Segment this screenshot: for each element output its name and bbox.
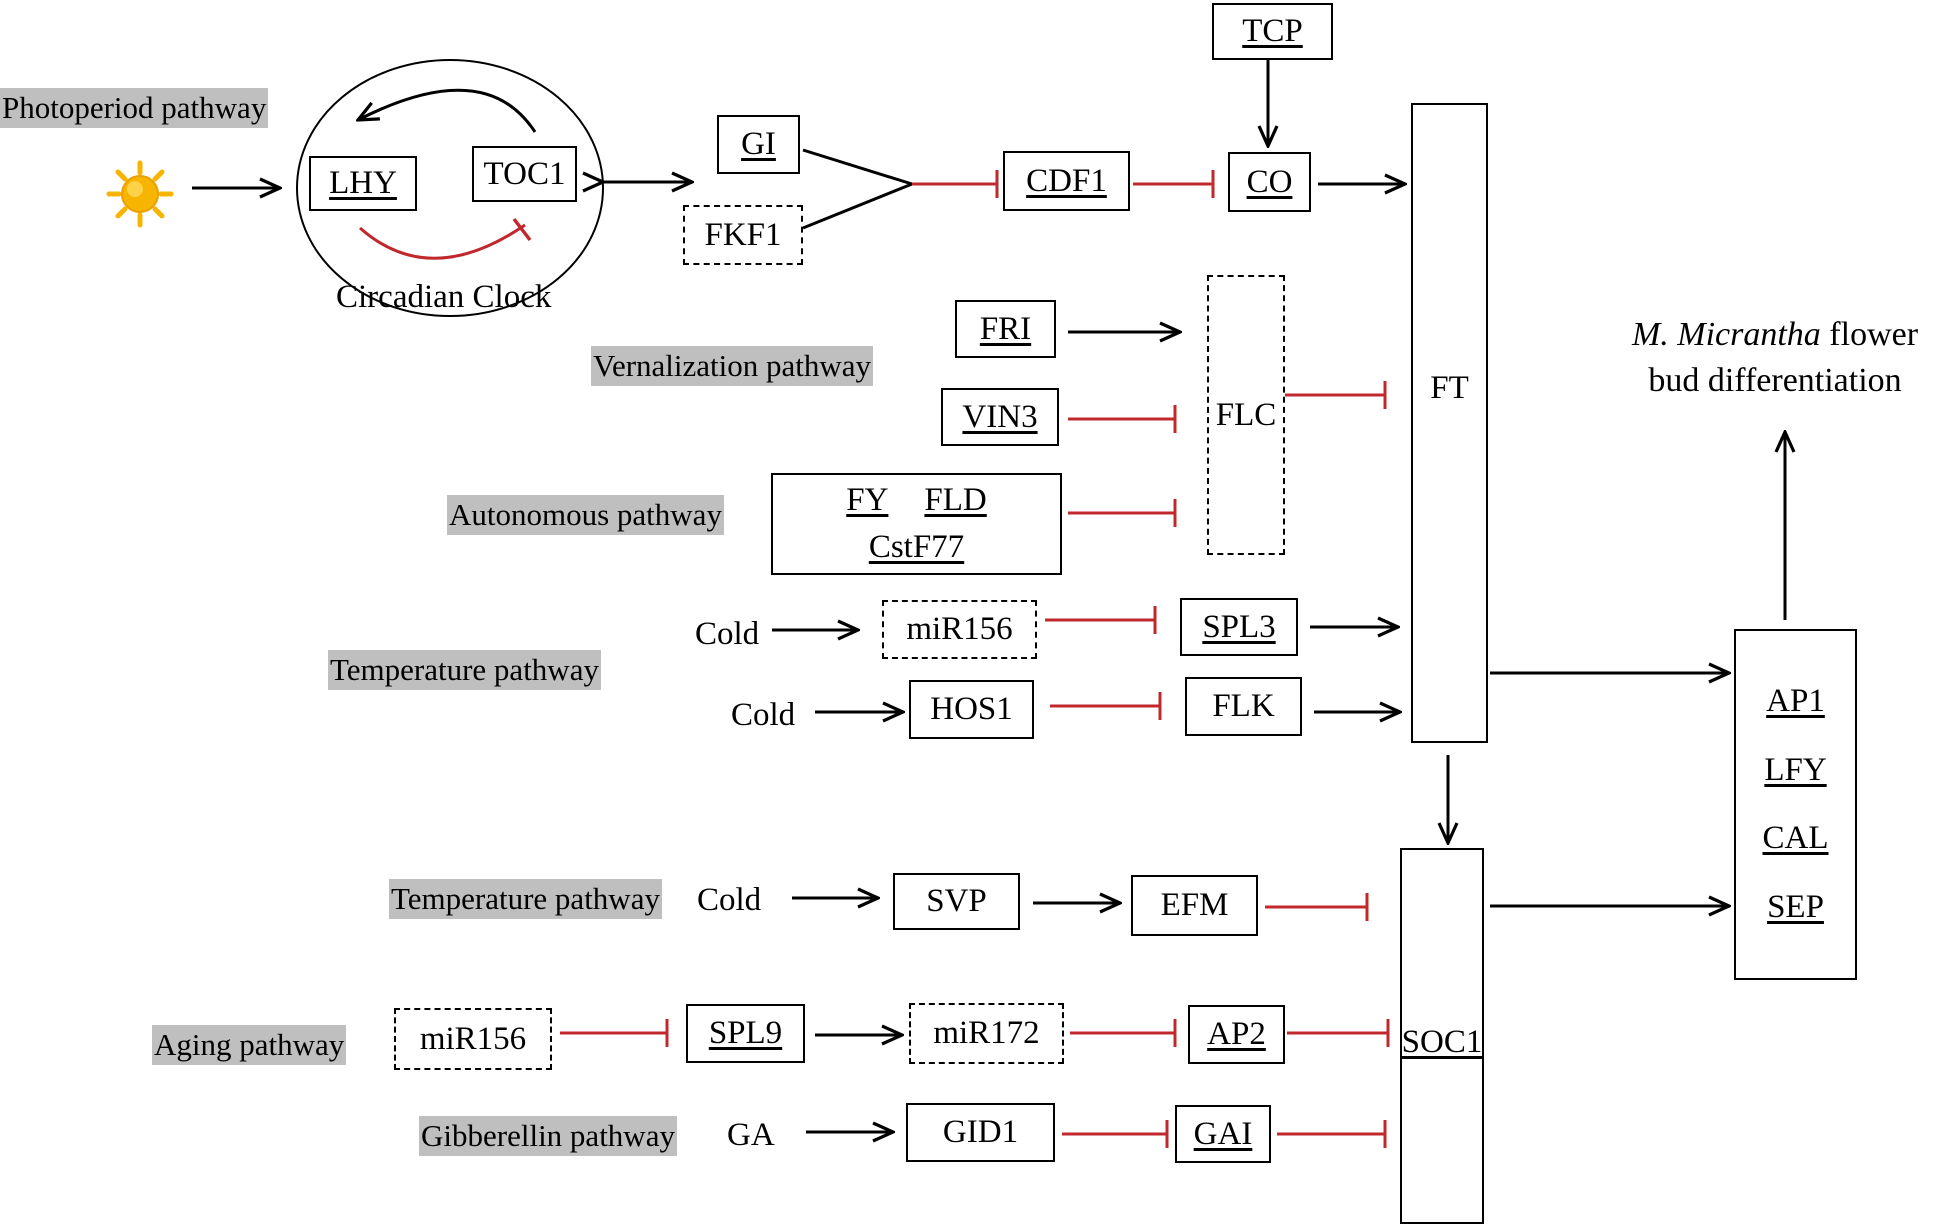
mir172-node: miR172 bbox=[909, 1003, 1064, 1064]
co-node: CO bbox=[1228, 152, 1311, 212]
circadian-clock-label: Circadian Clock bbox=[336, 279, 552, 315]
cdf1-node: CDF1 bbox=[1003, 151, 1130, 211]
tcp-node: TCP bbox=[1212, 3, 1333, 60]
sun-icon bbox=[106, 160, 174, 228]
flk-node: FLK bbox=[1185, 677, 1302, 736]
output-title: M. Micrantha flower bud differentiation bbox=[1595, 312, 1944, 404]
cstf77-label: CstF77 bbox=[868, 529, 965, 565]
gi-node: GI bbox=[717, 115, 800, 174]
ga-input: GA bbox=[727, 1117, 775, 1153]
photoperiod-pathway-label: Photoperiod pathway bbox=[0, 88, 269, 128]
autonomous-gene-box: FY FLD CstF77 bbox=[771, 473, 1062, 575]
cal-label: CAL bbox=[1762, 820, 1829, 857]
output-title-rest: flower bbox=[1820, 316, 1919, 353]
gai-node: GAI bbox=[1175, 1105, 1271, 1163]
autonomous-pathway-label: Autonomous pathway bbox=[447, 495, 724, 535]
sep-label: SEP bbox=[1767, 889, 1824, 926]
fld-label: FLD bbox=[924, 482, 987, 518]
vernalization-pathway-label: Vernalization pathway bbox=[591, 346, 874, 386]
hos1-node: HOS1 bbox=[909, 680, 1034, 739]
flc-node: FLC bbox=[1207, 275, 1285, 555]
cold-input-1: Cold bbox=[695, 616, 760, 652]
efm-node: EFM bbox=[1131, 875, 1258, 936]
gid1-node: GID1 bbox=[906, 1103, 1055, 1162]
lfy-label: LFY bbox=[1764, 751, 1827, 788]
species-name: M. Micrantha bbox=[1631, 316, 1821, 353]
cold-input-2: Cold bbox=[731, 697, 796, 733]
ap1-label: AP1 bbox=[1766, 682, 1825, 719]
clock-inhibition-arc bbox=[359, 223, 526, 260]
fkf1-node: FKF1 bbox=[683, 205, 803, 265]
mir156-temperature-node: miR156 bbox=[882, 600, 1037, 659]
temperature-pathway-label: Temperature pathway bbox=[328, 650, 601, 690]
fri-node: FRI bbox=[955, 300, 1056, 358]
spl9-node: SPL9 bbox=[686, 1004, 805, 1063]
vin3-node: VIN3 bbox=[941, 388, 1059, 446]
cold-input-3: Cold bbox=[697, 882, 762, 918]
gibberellin-pathway-label: Gibberellin pathway bbox=[419, 1116, 677, 1156]
aging-pathway-label: Aging pathway bbox=[152, 1025, 347, 1065]
svp-node: SVP bbox=[893, 873, 1020, 930]
fy-label: FY bbox=[846, 482, 889, 518]
output-title-line2: bud differentiation bbox=[1648, 362, 1902, 399]
ap2-node: AP2 bbox=[1188, 1005, 1285, 1064]
toc1-node: TOC1 bbox=[472, 146, 577, 202]
clock-feedback-arrow bbox=[358, 88, 537, 133]
floral-identity-gene-box: AP1 LFY CAL SEP bbox=[1734, 629, 1857, 980]
mir156-aging-node: miR156 bbox=[394, 1008, 552, 1070]
soc1-integrator: SOC1 bbox=[1400, 848, 1484, 1224]
temperature-pathway-label-2: Temperature pathway bbox=[389, 879, 662, 919]
ft-integrator: FT bbox=[1411, 103, 1488, 743]
spl3-node: SPL3 bbox=[1180, 598, 1298, 656]
lhy-node: LHY bbox=[309, 156, 417, 211]
